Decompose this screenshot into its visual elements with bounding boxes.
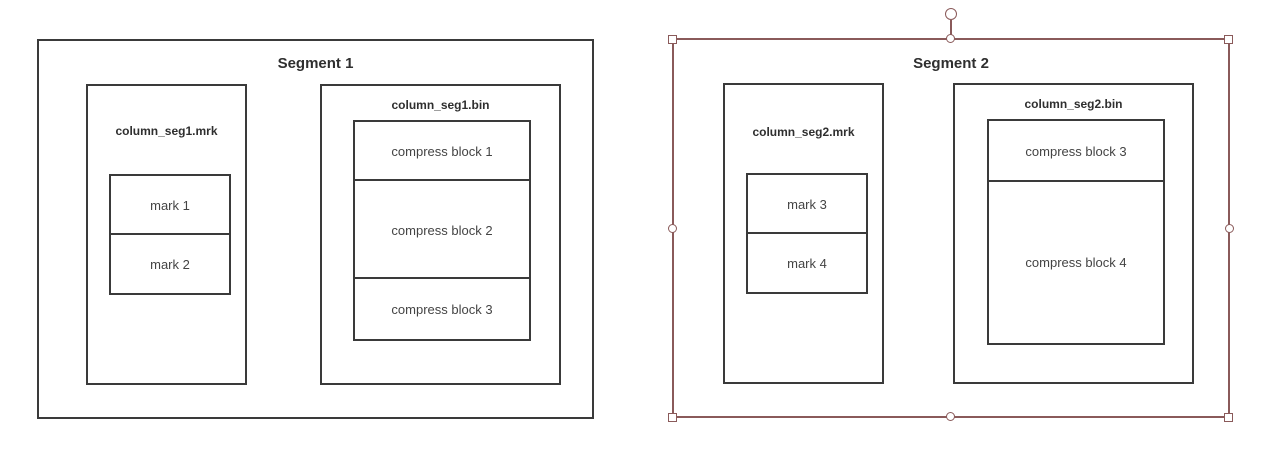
resize-handle-bottom-right-icon[interactable] (1224, 413, 1233, 422)
compress-block-3-cell[interactable]: compress block 3 (355, 277, 529, 339)
segment-2-mrk-file-box[interactable]: column_seg2.mrk mark 3 mark 4 (723, 83, 884, 384)
segment-2-blocks-box: compress block 3 compress block 4 (987, 119, 1165, 345)
segment-1-title: Segment 1 (277, 55, 354, 72)
segment-1-bin-file-title: column_seg1.bin (391, 98, 490, 112)
segment-1-bin-file-box[interactable]: column_seg1.bin compress block 1 compres… (320, 84, 561, 385)
segment-2-bin-file-title: column_seg2.bin (1024, 97, 1123, 111)
mark-1-cell[interactable]: mark 1 (150, 197, 190, 213)
segment-1-mrk-file-title: column_seg1.mrk (115, 124, 218, 138)
segment-2-box[interactable]: Segment 2 column_seg2.mrk mark 3 mark 4 … (672, 38, 1230, 418)
resize-handle-left-icon[interactable] (668, 224, 677, 233)
segment-2-mrk-file-title: column_seg2.mrk (752, 125, 855, 139)
resize-handle-top-left-icon[interactable] (668, 35, 677, 44)
segment-2-title: Segment 2 (913, 55, 989, 72)
resize-handle-right-icon[interactable] (1225, 224, 1234, 233)
resize-handle-top-icon[interactable] (946, 34, 955, 43)
mark-4-cell[interactable]: mark 4 (748, 232, 866, 292)
segment-2-marks-box: mark 3 mark 4 (746, 173, 868, 294)
segment-1-blocks-box: compress block 1 compress block 2 compre… (353, 120, 531, 341)
mark-3-cell[interactable]: mark 3 (787, 196, 827, 212)
compress-block-1-cell[interactable]: compress block 1 (391, 144, 493, 159)
segment-1-box[interactable]: Segment 1 column_seg1.mrk mark 1 mark 2 … (37, 39, 594, 419)
resize-handle-top-right-icon[interactable] (1224, 35, 1233, 44)
segment-2-bin-file-box[interactable]: column_seg2.bin compress block 3 compres… (953, 83, 1194, 384)
compress-block-2-cell[interactable]: compress block 2 (355, 179, 529, 279)
compress-block-3-cell[interactable]: compress block 3 (1025, 144, 1127, 159)
compress-block-4-cell[interactable]: compress block 4 (989, 180, 1163, 343)
rotation-handle-icon[interactable] (945, 8, 957, 20)
rotation-handle-stem (950, 20, 952, 38)
resize-handle-bottom-icon[interactable] (946, 412, 955, 421)
resize-handle-bottom-left-icon[interactable] (668, 413, 677, 422)
segment-1-mrk-file-box[interactable]: column_seg1.mrk mark 1 mark 2 (86, 84, 247, 385)
segment-1-marks-box: mark 1 mark 2 (109, 174, 231, 295)
mark-2-cell[interactable]: mark 2 (111, 233, 229, 293)
